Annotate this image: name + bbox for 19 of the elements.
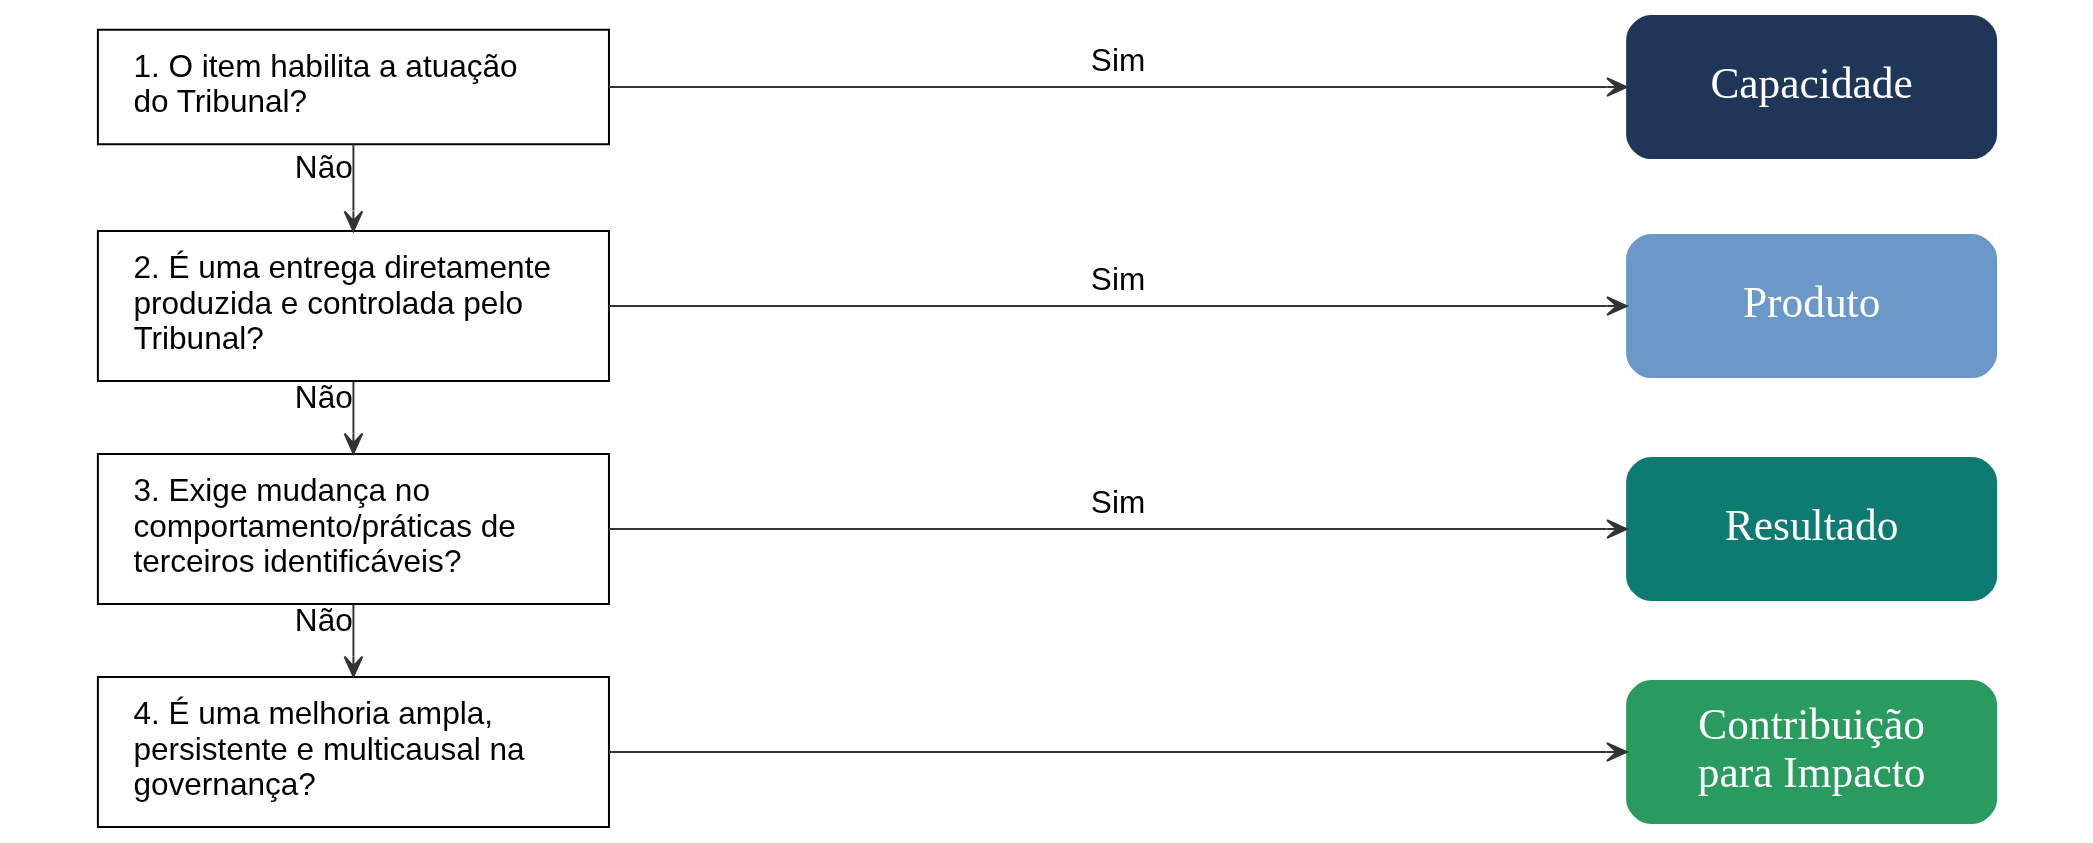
node-box: Produto xyxy=(1625,234,1997,379)
node-box: Contribuição para Impacto xyxy=(1625,680,1997,825)
node-box: Capacidade xyxy=(1625,15,1997,160)
arrow xyxy=(343,603,363,678)
node-box: 4. É uma melhoria ampla, persistente e multicausal na governança? xyxy=(96,676,610,828)
edge-label: Sim xyxy=(1090,41,1145,78)
arrow xyxy=(607,519,1628,539)
node-box: Resultado xyxy=(1625,457,1997,602)
arrow xyxy=(343,143,363,233)
node-box: 2. É uma entrega diretamente produzida e controlada pelo Tribunal? xyxy=(96,230,610,383)
node-box: 1. O item habilita a atuação do Tribunal? xyxy=(96,28,610,146)
edge-label: Sim xyxy=(1090,260,1145,297)
arrow xyxy=(607,296,1628,316)
arrow xyxy=(607,742,1628,762)
edge-label: Não xyxy=(294,149,353,186)
arrow xyxy=(607,77,1628,97)
edge-label: Sim xyxy=(1090,483,1145,520)
arrow xyxy=(343,380,363,455)
node-box: 3. Exige mudança no comportamento/práticas de terceiros identificáveis? xyxy=(96,453,610,605)
